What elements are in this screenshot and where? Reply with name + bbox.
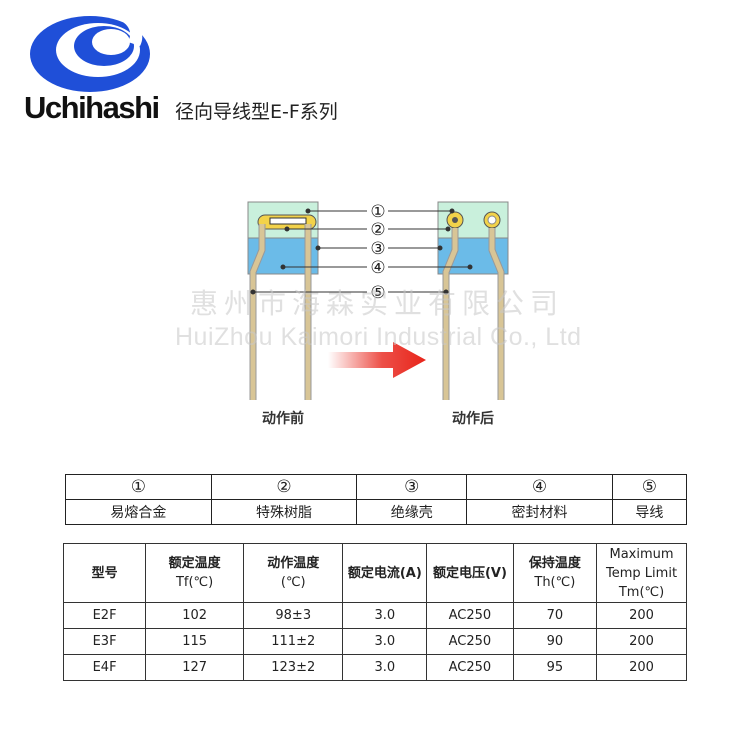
header-model: 型号 xyxy=(62,543,147,603)
brand-name: Uchihashi xyxy=(24,90,160,125)
cell-rated-voltage: AC250 xyxy=(426,628,514,655)
cell-rated-voltage: AC250 xyxy=(426,602,514,629)
cell-model: E3F xyxy=(62,628,147,655)
header-rated-current: 额定电流(A) xyxy=(342,543,428,603)
legend-name: 导线 xyxy=(611,499,688,525)
watermark-company-cn: 惠州市海森实业有限公司 xyxy=(190,287,565,320)
leader-lines xyxy=(250,208,473,295)
arrow-right-icon xyxy=(328,342,426,378)
label-after: 动作后 xyxy=(452,411,494,427)
legend-number: ③ xyxy=(356,474,468,500)
page-title: 径向导线型E-F系列 xyxy=(175,101,338,123)
cell-rated-current: 3.0 xyxy=(342,654,428,681)
fuse-diagram: ① ② ③ ④ ⑤ xyxy=(247,201,509,400)
legend-name: 绝缘壳 xyxy=(356,499,468,525)
parts-legend-table: ① ② ③ ④ ⑤ 易熔合金 特殊树脂 绝缘壳 密封材料 导线 xyxy=(65,474,688,525)
marker-2: ② xyxy=(370,220,385,240)
cell-operating-temp: 123±2 xyxy=(243,654,344,681)
legend-name-row: 易熔合金 特殊树脂 绝缘壳 密封材料 导线 xyxy=(65,499,688,525)
legend-number: ① xyxy=(65,474,212,500)
cell-model: E2F xyxy=(62,602,147,629)
header-rated-voltage: 额定电压(V) xyxy=(426,543,514,603)
cell-holding-temp: 95 xyxy=(512,654,598,681)
cell-rated-current: 3.0 xyxy=(342,628,428,655)
cell-max-temp: 200 xyxy=(596,628,687,655)
cell-max-temp: 200 xyxy=(596,654,687,681)
marker-3: ③ xyxy=(370,239,385,259)
cell-rated-temp: 115 xyxy=(145,628,245,655)
table-row: E3F 115 111±2 3.0 AC250 90 200 xyxy=(62,628,687,655)
uchihashi-logo-icon xyxy=(30,16,150,92)
legend-name: 易熔合金 xyxy=(65,499,212,525)
marker-4: ④ xyxy=(370,258,385,278)
legend-number: ④ xyxy=(466,474,613,500)
cell-holding-temp: 90 xyxy=(512,628,598,655)
legend-number-row: ① ② ③ ④ ⑤ xyxy=(65,474,688,500)
cell-operating-temp: 98±3 xyxy=(243,602,344,629)
cell-max-temp: 200 xyxy=(596,602,687,629)
component-after xyxy=(437,201,509,400)
marker-5: ⑤ xyxy=(370,283,385,303)
table-row: E4F 127 123±2 3.0 AC250 95 200 xyxy=(62,654,687,681)
watermark-company-en: HuiZhou Kaimori Industrial Co., Ltd xyxy=(175,323,582,351)
legend-name: 密封材料 xyxy=(466,499,613,525)
cell-holding-temp: 70 xyxy=(512,602,598,629)
cell-rated-temp: 127 xyxy=(145,654,245,681)
label-before: 动作前 xyxy=(262,411,304,427)
legend-number: ② xyxy=(210,474,358,500)
cell-rated-current: 3.0 xyxy=(342,602,428,629)
cell-model: E4F xyxy=(62,654,147,681)
cell-rated-temp: 102 xyxy=(145,602,245,629)
legend-name: 特殊树脂 xyxy=(210,499,358,525)
header-operating-temp: 动作温度(℃) xyxy=(243,543,344,603)
legend-number: ⑤ xyxy=(611,474,688,500)
marker-1: ① xyxy=(370,202,385,222)
cell-rated-voltage: AC250 xyxy=(426,654,514,681)
table-row: E2F 102 98±3 3.0 AC250 70 200 xyxy=(62,602,687,629)
cell-operating-temp: 111±2 xyxy=(243,628,344,655)
